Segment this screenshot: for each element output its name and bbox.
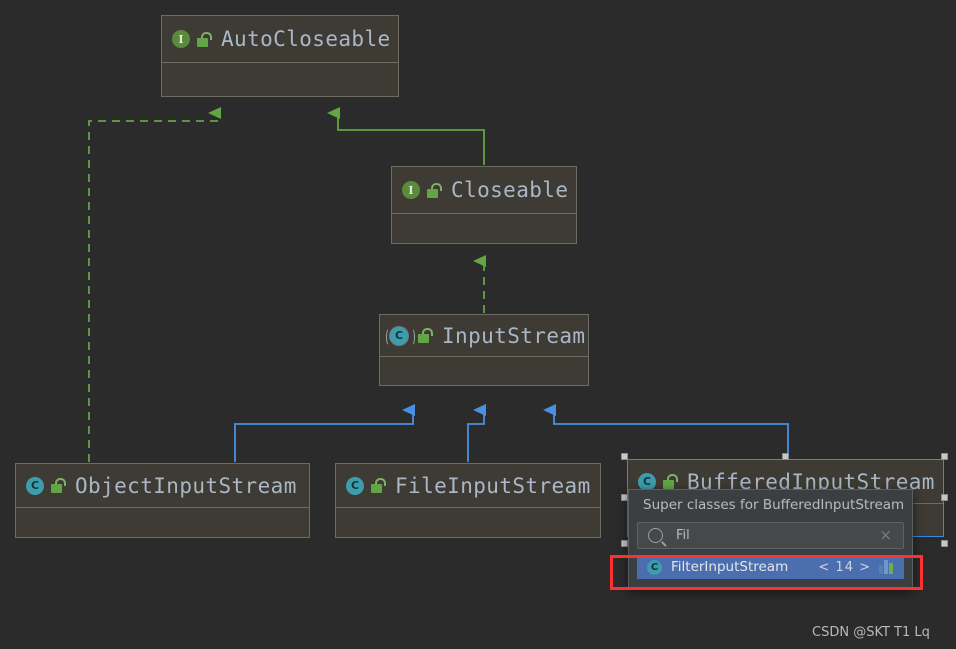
uml-node-members	[336, 508, 600, 540]
uml-class-name: FileInputStream	[395, 473, 591, 498]
watermark-text: CSDN @SKT T1 Lq	[812, 625, 930, 640]
abstract-class-icon: C	[390, 326, 408, 345]
lock-icon	[418, 328, 433, 343]
uml-node-title: C InputStream	[380, 315, 588, 357]
uml-node-closeable[interactable]: I Closeable	[391, 166, 577, 244]
interface-icon: I	[402, 181, 420, 199]
interface-icon: I	[172, 30, 190, 48]
lock-icon	[663, 474, 678, 489]
uml-node-members	[392, 214, 576, 246]
uml-class-name: InputStream	[442, 323, 586, 348]
lock-icon	[371, 478, 386, 493]
uml-node-objectinputstream[interactable]: C ObjectInputStream	[15, 463, 310, 538]
search-input[interactable]: Fil ×	[637, 522, 904, 549]
uml-class-name: AutoCloseable	[221, 27, 391, 51]
uml-node-title: I AutoCloseable	[162, 16, 398, 63]
class-icon: C	[26, 476, 44, 495]
search-result-label: FilterInputStream	[671, 559, 789, 575]
selection-handle-bottom-right[interactable]	[941, 540, 948, 547]
lock-icon	[427, 182, 442, 198]
class-icon: C	[346, 476, 364, 495]
super-classes-popup[interactable]: Super classes for BufferedInputStream Fi…	[628, 489, 913, 589]
class-icon: C	[638, 472, 656, 491]
search-icon	[648, 528, 663, 543]
chart-icon[interactable]	[879, 560, 896, 574]
uml-node-title: C ObjectInputStream	[16, 464, 309, 508]
selection-handle-top-right[interactable]	[941, 453, 948, 460]
search-result-item[interactable]: C FilterInputStream < 14 >	[637, 555, 904, 579]
class-icon: C	[647, 559, 662, 575]
uml-class-name: Closeable	[451, 178, 569, 202]
uml-node-fileinputstream[interactable]: C FileInputStream	[335, 463, 601, 538]
match-counter[interactable]: < 14 >	[818, 559, 871, 575]
uml-node-members	[162, 63, 398, 95]
uml-node-autocloseable[interactable]: I AutoCloseable	[161, 15, 399, 97]
uml-node-members	[380, 357, 588, 389]
uml-node-members	[16, 508, 309, 540]
clear-icon[interactable]: ×	[879, 526, 892, 544]
uml-node-title: C FileInputStream	[336, 464, 600, 508]
uml-class-name: ObjectInputStream	[75, 473, 297, 498]
lock-icon	[51, 478, 66, 493]
selection-handle-top-center[interactable]	[782, 453, 789, 460]
popup-title: Super classes for BufferedInputStream	[643, 497, 905, 513]
abstract-marker: C	[386, 326, 415, 346]
selection-handle-middle-left[interactable]	[621, 494, 628, 501]
lock-icon	[197, 31, 212, 47]
selection-handle-bottom-left[interactable]	[621, 540, 628, 547]
uml-node-inputstream[interactable]: C InputStream	[379, 314, 589, 386]
search-input-value: Fil	[676, 528, 690, 543]
selection-handle-middle-right[interactable]	[941, 494, 948, 501]
selection-handle-top-left[interactable]	[621, 453, 628, 460]
uml-node-title: I Closeable	[392, 167, 576, 214]
